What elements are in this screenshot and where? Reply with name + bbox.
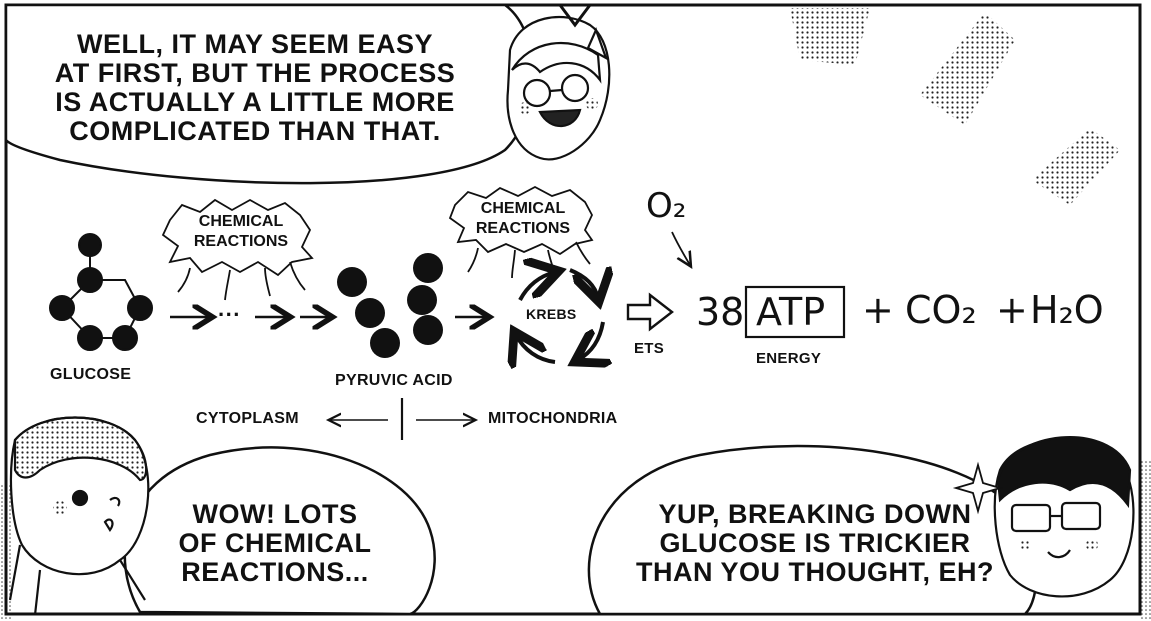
character-bottom-right-illustration <box>993 436 1135 598</box>
plus-sign-1: + <box>862 288 894 332</box>
pyruvic-acid-label: PYRUVIC ACID <box>335 372 453 389</box>
atp-box <box>744 285 846 339</box>
speech-line: WELL, IT MAY SEEM EASY <box>76 29 434 59</box>
speech-line: IS ACTUALLY A LITTLE MORE <box>55 87 455 117</box>
speech-line: GLUCOSE IS TRICKIER <box>659 528 971 558</box>
reaction-cloud-1 <box>161 198 314 301</box>
speech-line: THAN YOU THOUGHT, EH? <box>635 557 994 587</box>
glucose-molecule-icon <box>49 233 153 351</box>
panel-border <box>4 3 1142 616</box>
water-label: H₂O <box>1030 288 1104 332</box>
reaction-cloud-2 <box>448 185 594 279</box>
krebs-label: KREBS <box>526 306 577 322</box>
ets-label: ETS <box>634 340 665 357</box>
oxygen-label: O₂ <box>646 186 687 226</box>
mitochondria-label: MITOCHONDRIA <box>488 410 618 427</box>
reaction-cloud-2-text: CHEMICAL REACTIONS <box>468 199 578 239</box>
glucose-label: GLUCOSE <box>50 366 132 383</box>
speech-line: REACTIONS... <box>181 557 369 587</box>
hollow-arrow-icon <box>626 292 674 332</box>
speech-bottom-right: YUP, BREAKING DOWN GLUCOSE IS TRICKIER T… <box>630 500 1000 587</box>
speech-line: OF CHEMICAL <box>178 528 372 558</box>
atp-count: 38 <box>696 290 745 334</box>
sparkle-icon <box>952 461 1004 515</box>
pyruvic-acid-icon <box>337 253 443 358</box>
cloud-line: CHEMICAL <box>480 200 566 217</box>
screentone-patches <box>0 8 1151 621</box>
speech-line: YUP, BREAKING DOWN <box>658 499 972 529</box>
co2-label: CO₂ <box>905 288 977 332</box>
character-bottom-left-illustration <box>8 416 150 616</box>
character-top-illustration <box>506 4 611 161</box>
speech-top-left: WELL, IT MAY SEEM EASY AT FIRST, BUT THE… <box>40 30 470 146</box>
plus-sign-2: + <box>996 288 1028 332</box>
speech-line: WOW! LOTS <box>192 499 358 529</box>
energy-label: ENERGY <box>756 350 822 367</box>
cloud-line: REACTIONS <box>475 220 571 237</box>
cytoplasm-label: CYTOPLASM <box>196 410 299 427</box>
speech-line: COMPLICATED THAN THAT. <box>69 116 441 146</box>
krebs-cycle-icon <box>516 270 603 362</box>
cloud-line: REACTIONS <box>193 233 289 250</box>
speech-line: AT FIRST, BUT THE PROCESS <box>54 58 456 88</box>
reaction-cloud-1-text: CHEMICAL REACTIONS <box>186 212 296 252</box>
ellipsis: ··· <box>218 302 241 327</box>
atp-label: ATP <box>756 290 826 334</box>
speech-bottom-left: WOW! LOTS OF CHEMICAL REACTIONS... <box>150 500 400 587</box>
oxygen-arrow <box>671 231 690 265</box>
cloud-line: CHEMICAL <box>198 213 284 230</box>
